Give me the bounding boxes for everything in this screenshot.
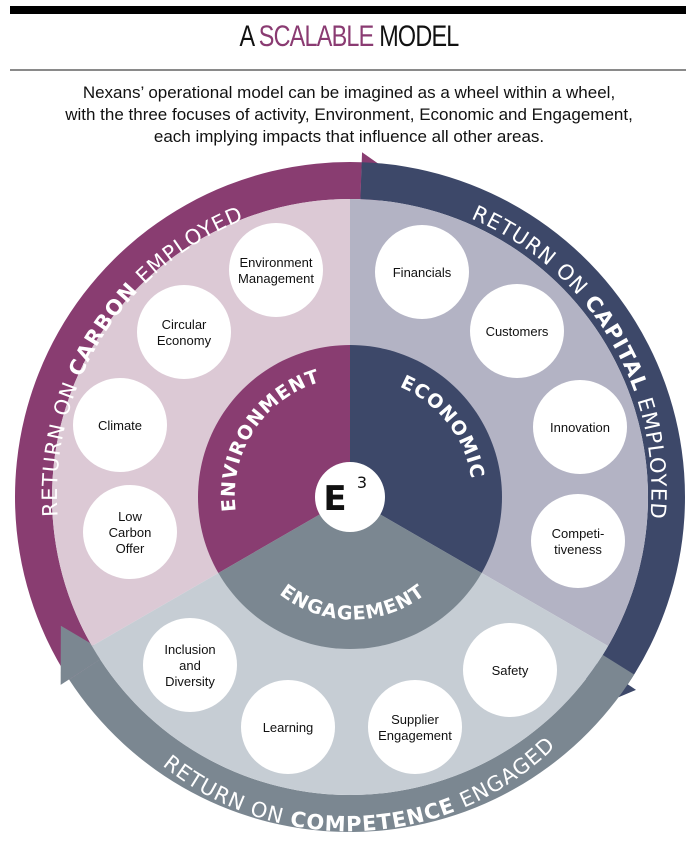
- competence-ring-arrow-arrowhead-icon: [60, 625, 109, 685]
- bubble-label: Environment: [240, 255, 313, 270]
- center-superscript: 3: [357, 473, 367, 492]
- bubble-circle: [470, 284, 564, 378]
- competence-ring-arrow: [60, 625, 635, 832]
- bubble-circle: [229, 223, 323, 317]
- intro-text: Nexans’ operational model can be imagine…: [20, 82, 678, 148]
- bubble-label: Learning: [263, 720, 314, 735]
- bubble-label: Competi-: [552, 526, 605, 541]
- bubble-circle: [83, 485, 177, 579]
- bubble-label: Economy: [157, 333, 212, 348]
- bubble-circle: [368, 680, 462, 774]
- bubble-economic: Financials: [375, 225, 469, 319]
- bubbles: EnvironmentManagementCircularEconomyClim…: [73, 223, 627, 774]
- bubble-engagement: Learning: [241, 680, 335, 774]
- bubble-circle: [375, 225, 469, 319]
- intro-line: each implying impacts that influence all…: [153, 127, 545, 146]
- bubble-economic: Customers: [470, 284, 564, 378]
- bubble-circle: [533, 380, 627, 474]
- title-divider: [10, 69, 686, 71]
- bubble-economic: Innovation: [533, 380, 627, 474]
- bubble-label: Offer: [116, 541, 145, 556]
- capital-ring-arrow-band: [360, 162, 686, 685]
- bubble-engagement: Safety: [463, 623, 557, 717]
- bubble-label: Financials: [393, 265, 452, 280]
- title-suffix: MODEL: [379, 20, 459, 53]
- bubble-label: Climate: [98, 418, 142, 433]
- title-prefix: A: [239, 20, 254, 53]
- bubble-circle: [137, 285, 231, 379]
- intro-line: Nexans’ operational model can be imagine…: [82, 83, 616, 102]
- hub-environment: [197, 345, 350, 573]
- bubble-circle: [73, 378, 167, 472]
- hub: [197, 345, 502, 649]
- bubble-label: Supplier: [391, 712, 439, 727]
- bubble-label: Management: [238, 271, 314, 286]
- bubble-circle: [463, 623, 557, 717]
- bubble-label: Safety: [492, 663, 529, 678]
- title-accent: SCALABLE: [258, 20, 375, 53]
- bubble-label: Engagement: [378, 728, 452, 743]
- page-title: A SCALABLE MODEL: [77, 20, 621, 54]
- bubble-label: Circular: [162, 317, 207, 332]
- bubble-label: Customers: [486, 324, 549, 339]
- bubble-label: Carbon: [109, 525, 152, 540]
- center-badge: E 3: [315, 462, 385, 532]
- bubble-label: and: [179, 658, 201, 673]
- outer-ring: [14, 152, 686, 832]
- carbon-ring-arrow-band: [14, 161, 362, 680]
- bubble-circle: [241, 680, 335, 774]
- competence-ring-arrow-band: [69, 654, 635, 832]
- center-circle: [315, 462, 385, 532]
- bubble-economic: Competi-tiveness: [531, 494, 625, 588]
- top-bar: [10, 6, 686, 14]
- bubble-label: Innovation: [550, 420, 610, 435]
- hub-economic: [350, 345, 502, 573]
- center-label: E: [323, 479, 346, 519]
- bubble-label: Low: [118, 509, 142, 524]
- bubble-circle: [531, 494, 625, 588]
- intro-line: with the three focuses of activity, Envi…: [65, 105, 633, 124]
- bubble-environment: Climate: [73, 378, 167, 472]
- hub-engagement: [218, 497, 482, 649]
- bubble-label: Inclusion: [164, 642, 215, 657]
- bubble-label: tiveness: [554, 542, 602, 557]
- bubble-label: Diversity: [165, 674, 215, 689]
- bubble-circle: [143, 618, 237, 712]
